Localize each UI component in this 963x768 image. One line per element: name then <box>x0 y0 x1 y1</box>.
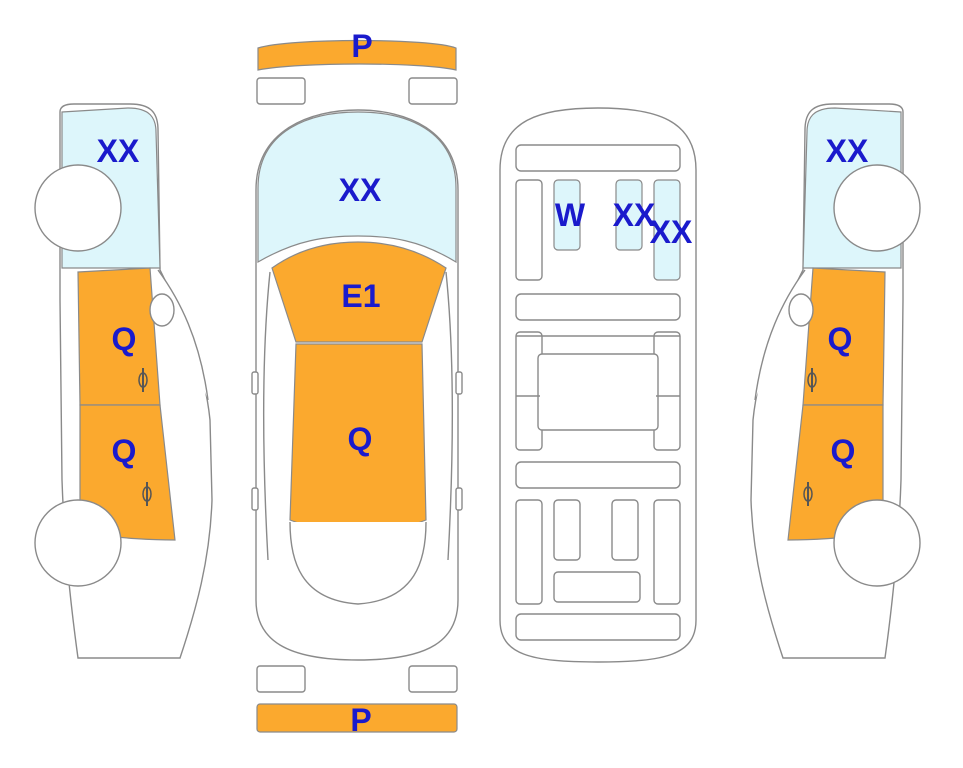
top-handle-left <box>251 487 259 511</box>
dashboard <box>515 144 681 172</box>
rear-left-trim <box>515 499 543 605</box>
interior-label-3: XX <box>650 214 693 250</box>
right-door-handle-front-grip <box>807 372 817 388</box>
right-front-wheel <box>833 164 921 252</box>
rear-bumper-label: P <box>350 702 371 738</box>
front-right-door-trim <box>653 179 681 281</box>
front-light-right <box>408 77 458 105</box>
top-left-side-line <box>263 271 271 561</box>
rear-right-trim <box>653 499 681 605</box>
rear-seat-left <box>553 499 581 561</box>
left-rear-wheel <box>34 499 122 587</box>
center-console <box>537 353 659 431</box>
left-side-mirror <box>149 293 175 327</box>
interior-label-2: XX <box>613 197 656 233</box>
rear-window-outline <box>289 521 427 605</box>
top-mirror-right <box>455 371 463 395</box>
right-door-handle-rear-grip <box>803 486 813 502</box>
right-window-label: XX <box>826 133 869 169</box>
right-front-door-label: Q <box>828 321 853 357</box>
front-bumper-label: P <box>351 28 372 64</box>
rear-light-left <box>256 665 306 693</box>
top-right-side-line <box>445 271 453 561</box>
right-side-view: XX Q Q <box>750 103 921 659</box>
left-rear-door-label: Q <box>112 433 137 469</box>
roof-label: E1 <box>341 278 380 314</box>
rear-shelf <box>515 613 681 641</box>
front-left-door-trim <box>515 179 543 281</box>
left-front-door-label: Q <box>112 321 137 357</box>
left-front-wheel <box>34 164 122 252</box>
rear-bench <box>553 571 641 603</box>
windshield-label: XX <box>339 172 382 208</box>
passenger-seat <box>615 179 643 251</box>
right-rear-wheel <box>833 499 921 587</box>
rear-light-right <box>408 665 458 693</box>
left-door-handle-rear-grip <box>142 486 152 502</box>
front-bumper-panel[interactable] <box>257 39 457 71</box>
interior-label-1: W <box>555 197 586 233</box>
right-side-mirror <box>788 293 814 327</box>
right-rear-door-label: Q <box>831 433 856 469</box>
driver-seat <box>553 179 581 251</box>
interior-view: W XX XX <box>499 107 697 663</box>
front-light-left <box>256 77 306 105</box>
rear-seat-right <box>611 499 639 561</box>
interior-mid-frame <box>516 335 680 397</box>
left-window-label: XX <box>97 133 140 169</box>
rear-bumper-panel[interactable] <box>256 703 458 733</box>
interior-crossbar-2 <box>515 461 681 489</box>
top-view: P XX E1 Q P <box>251 28 463 738</box>
top-handle-right <box>455 487 463 511</box>
left-side-view: XX Q Q <box>34 103 213 659</box>
trunk-label: Q <box>348 421 373 457</box>
windshield-glass <box>257 111 457 264</box>
top-mirror-left <box>251 371 259 395</box>
interior-crossbar-1 <box>515 293 681 321</box>
left-door-handle-front-grip <box>138 372 148 388</box>
roof-panel[interactable] <box>271 241 447 343</box>
